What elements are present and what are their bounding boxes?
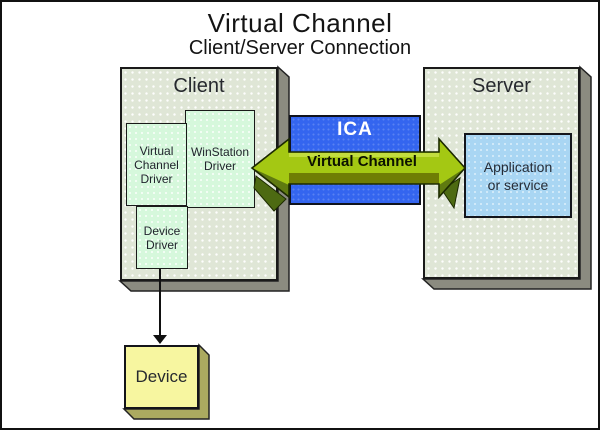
page-title: Virtual Channel (207, 8, 393, 38)
client-label: Client (173, 75, 225, 97)
device-driver-box: Device Driver (136, 206, 188, 269)
ica-label: ICA (337, 119, 373, 140)
client-box-shadow (118, 65, 290, 292)
arrow-left-fold (253, 175, 287, 212)
arrow-dark-band (289, 173, 439, 184)
winstation-driver-box: WinStation Driver (185, 110, 255, 208)
virtual-channel-driver-box: Virtual Channel Driver (126, 123, 187, 206)
page-subtitle: Client/Server Connection (188, 37, 412, 59)
virtual-channel-arrow-label: Virtual Channel (307, 153, 417, 170)
device-box: Device (124, 345, 199, 409)
device-connector-arrowhead (153, 335, 167, 344)
arrow-top-highlight (289, 153, 439, 157)
application-box: Application or service (464, 133, 572, 218)
virtual-channel-arrow-outline (250, 136, 467, 200)
server-label: Server (472, 75, 531, 97)
device-box-shadow (122, 343, 210, 420)
server-box-shadow (421, 65, 592, 290)
